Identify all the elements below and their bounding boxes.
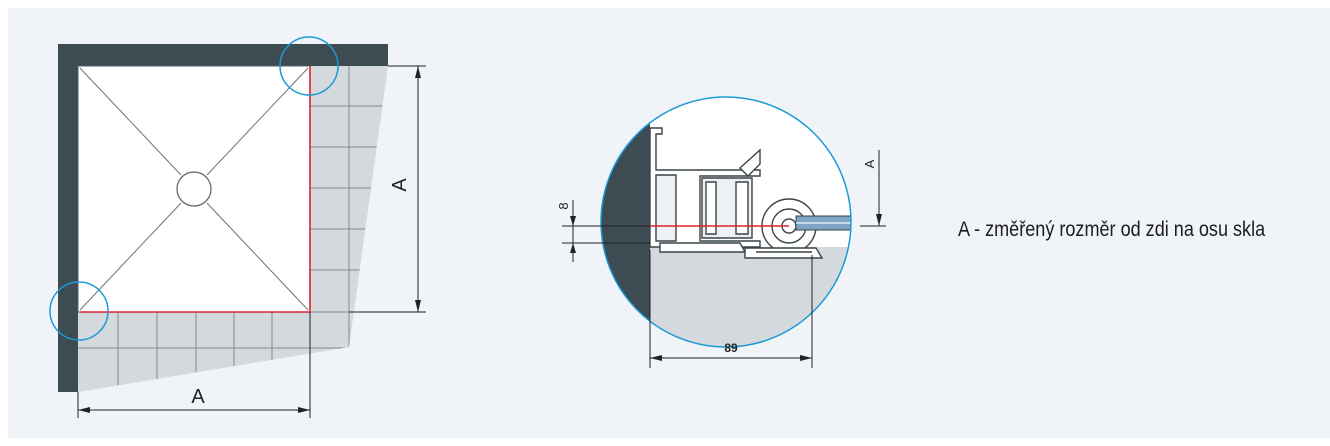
dimension-width-label: 89 <box>724 341 738 355</box>
glass-panel <box>795 215 851 231</box>
legend-text: A - změřený rozměr od zdi na osu skla <box>958 218 1266 241</box>
callout-circle-bottom <box>49 281 109 341</box>
dimension-detail-right-label: A <box>862 159 877 168</box>
detail-floor <box>650 247 851 347</box>
plan-view: A A <box>49 36 426 418</box>
dimension-bottom <box>77 312 311 418</box>
dimension-detail-right <box>860 150 886 227</box>
detail-view: 8 A 89 <box>556 96 886 368</box>
dimension-small <box>562 200 650 262</box>
dimension-width <box>649 250 813 368</box>
dimension-right <box>349 65 426 313</box>
dimension-right-label: A <box>389 178 411 192</box>
callout-circle-top <box>279 36 339 96</box>
wall-profile <box>649 127 761 253</box>
tray-slope-lines <box>79 67 309 311</box>
dimension-bottom-label: A <box>191 386 205 408</box>
drain <box>176 171 212 207</box>
detail-callout-circle <box>600 96 852 348</box>
dimension-small-label: 8 <box>556 202 571 209</box>
